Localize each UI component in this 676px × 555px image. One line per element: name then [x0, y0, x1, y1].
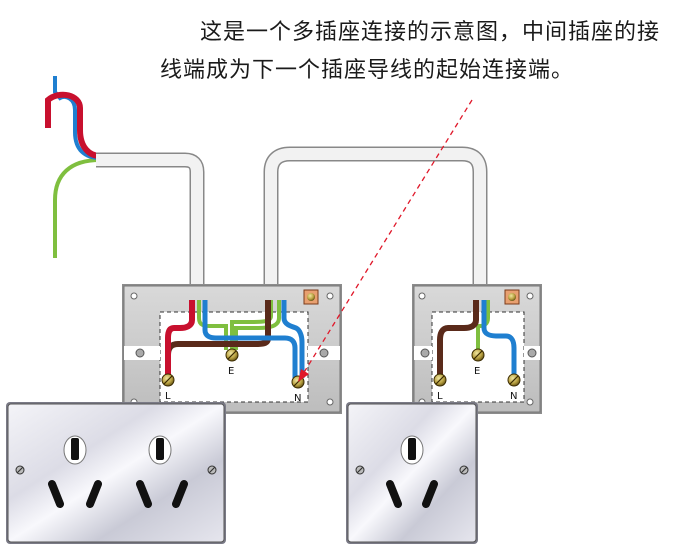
callout-arrow [298, 99, 473, 382]
left-socket-plate [6, 402, 226, 544]
left-box-wiring: L E N [161, 300, 305, 404]
left-terminal-l-label: L [165, 391, 171, 402]
right-terminal-l-label: L [437, 391, 443, 402]
caption-line-2: 线端成为下一个插座导线的起始连接端。 [160, 58, 575, 83]
right-terminal-e-label: E [474, 366, 480, 377]
right-socket-plate [346, 402, 478, 544]
right-box-wiring: L E N [433, 300, 521, 402]
incoming-cable [45, 76, 205, 292]
left-terminal-n-label: N [294, 393, 301, 404]
loop-cable [263, 146, 488, 292]
left-terminal-e-label: E [228, 366, 234, 377]
caption-line-1: 这是一个多插座连接的示意图，中间插座的接 [200, 20, 661, 45]
right-terminal-n-label: N [510, 391, 517, 402]
